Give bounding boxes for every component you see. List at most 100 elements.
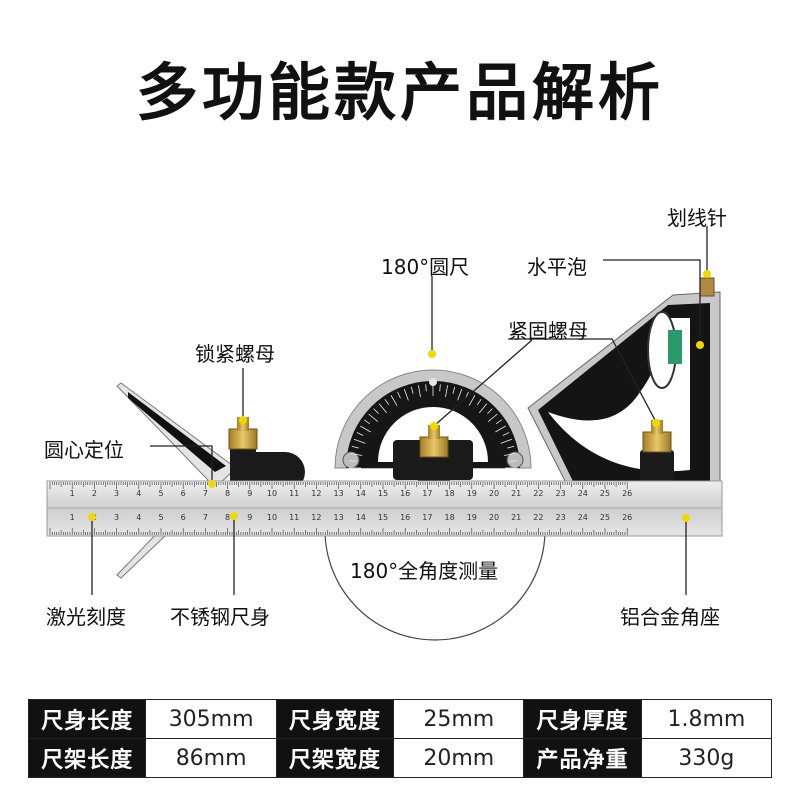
ruler-number-top: 2 [92,489,97,498]
label-fastening-nut: 紧固螺母 [508,319,588,343]
spec-value: 86mm [145,738,277,778]
ruler-number-bottom: 7 [203,513,208,522]
ruler-number-top: 17 [422,489,432,498]
ruler-number-bottom: 6 [181,513,186,522]
protractor-tick [425,384,427,392]
ruler-number-top: 24 [578,489,588,498]
ruler-number-top: 5 [158,489,163,498]
label-full-angle: 180°全角度测量 [350,559,499,583]
protractor-tick [457,388,463,401]
spec-key: 尺身长度 [27,699,147,739]
ruler-number-bottom: 15 [378,513,388,522]
ruler-number-bottom: 13 [334,513,344,522]
spec-key: 产品净重 [523,738,642,778]
label-steel-ruler: 不锈钢尺身 [170,605,270,629]
ruler-number-bottom: 24 [578,513,588,522]
spec-value: 20mm [393,738,525,778]
spec-key: 尺架宽度 [275,738,395,778]
spec-value: 25mm [393,699,525,739]
protractor-tick [452,386,456,394]
ruler-number-top: 18 [445,489,455,498]
ruler-number-top: 16 [400,489,410,498]
ruler-number-top: 23 [556,489,566,498]
protractor-tick [390,395,398,406]
page-title: 多功能款产品解析 [135,56,664,129]
spec-table: 尺身长度 305mm 尺身宽度 25mm 尺身厚度 1.8mm 尺架长度 86m… [27,699,773,778]
spec-key: 尺身宽度 [275,699,395,739]
protractor-tick [363,419,371,425]
ruler-number-bottom: 18 [445,513,455,522]
protractor-tick [378,403,388,414]
ruler-number-bottom: 3 [114,513,119,522]
ruler-number-bottom: 11 [289,513,299,522]
ruler-number-bottom: 21 [511,513,521,522]
ruler-number-top: 10 [267,489,277,498]
ruler-number-top: 3 [114,489,119,498]
ruler-number-bottom: 16 [400,513,410,522]
ruler-number-top: 11 [289,489,299,498]
ruler-number-bottom: 9 [247,513,252,522]
ruler-number-bottom: 20 [489,513,499,522]
square-fastening-nut [642,420,672,453]
label-level-vial: 水平泡 [527,255,587,279]
spec-key: 尺架长度 [27,738,147,778]
label-protractor: 180°圆尺 [381,255,470,279]
protractor-tick [509,460,517,462]
label-lock-nut: 锁紧螺母 [195,342,275,366]
ruler-number-top: 4 [136,489,141,498]
ruler-number-top: 15 [378,489,388,498]
protractor-tick [478,403,488,414]
ruler-number-top: 26 [622,489,632,498]
ruler-number-bottom: 1 [70,513,75,522]
ruler-number-top: 8 [225,489,230,498]
protractor-tick [350,453,363,456]
ruler-number-bottom: 5 [158,513,163,522]
protractor-tick [384,398,390,406]
protractor-tick [410,386,414,394]
accent-dots [88,270,711,522]
ruler-number-bottom: 10 [267,513,277,522]
protractor-tick [403,388,409,401]
label-alloy-base: 铝合金角座 [620,605,720,629]
full-angle-arc [324,529,546,641]
ruler-number-top: 9 [247,489,252,498]
protractor-tick [368,413,379,423]
protractor-tick [351,445,359,449]
protractor-tick [360,425,371,433]
ruler-number-top: 25 [600,489,610,498]
protractor-tick [500,438,513,444]
protractor-tick [476,398,482,406]
ruler-number-bottom: 23 [556,513,566,522]
ruler-number-bottom: 25 [600,513,610,522]
protractor-tick [397,391,401,399]
protractor-tick [356,432,364,436]
protractor-tick [445,385,448,398]
protractor-tick [353,438,366,444]
protractor-tick [418,385,421,398]
leader-lines [91,226,708,595]
spec-key: 尺身厚度 [523,699,642,739]
ruler-number-bottom: 12 [311,513,321,522]
label-laser-scale: 激光刻度 [46,605,126,629]
protractor-tick [502,432,510,436]
protractor-tick [373,408,379,414]
ruler-number-top: 19 [467,489,477,498]
spec-value: 305mm [145,699,277,739]
ruler-ticks [49,482,628,535]
ruler-number-bottom: 22 [533,513,543,522]
ruler-number-bottom: 19 [467,513,477,522]
ruler-number-bottom: 8 [225,513,230,522]
protractor-scale [349,384,517,469]
ruler-number-top: 20 [489,489,499,498]
protractor-tick [495,425,506,433]
label-center-finder: 圆心定位 [44,438,124,462]
protractor-tick [487,413,498,423]
ruler-number-bottom: 14 [356,513,366,522]
ruler-number-bottom: 4 [136,513,141,522]
ruler-number-top: 7 [203,489,208,498]
spec-row: 尺架长度 86mm 尺架宽度 20mm 产品净重 330g [27,738,773,778]
label-scriber: 划线针 [667,206,727,230]
protractor-tick [507,445,515,449]
